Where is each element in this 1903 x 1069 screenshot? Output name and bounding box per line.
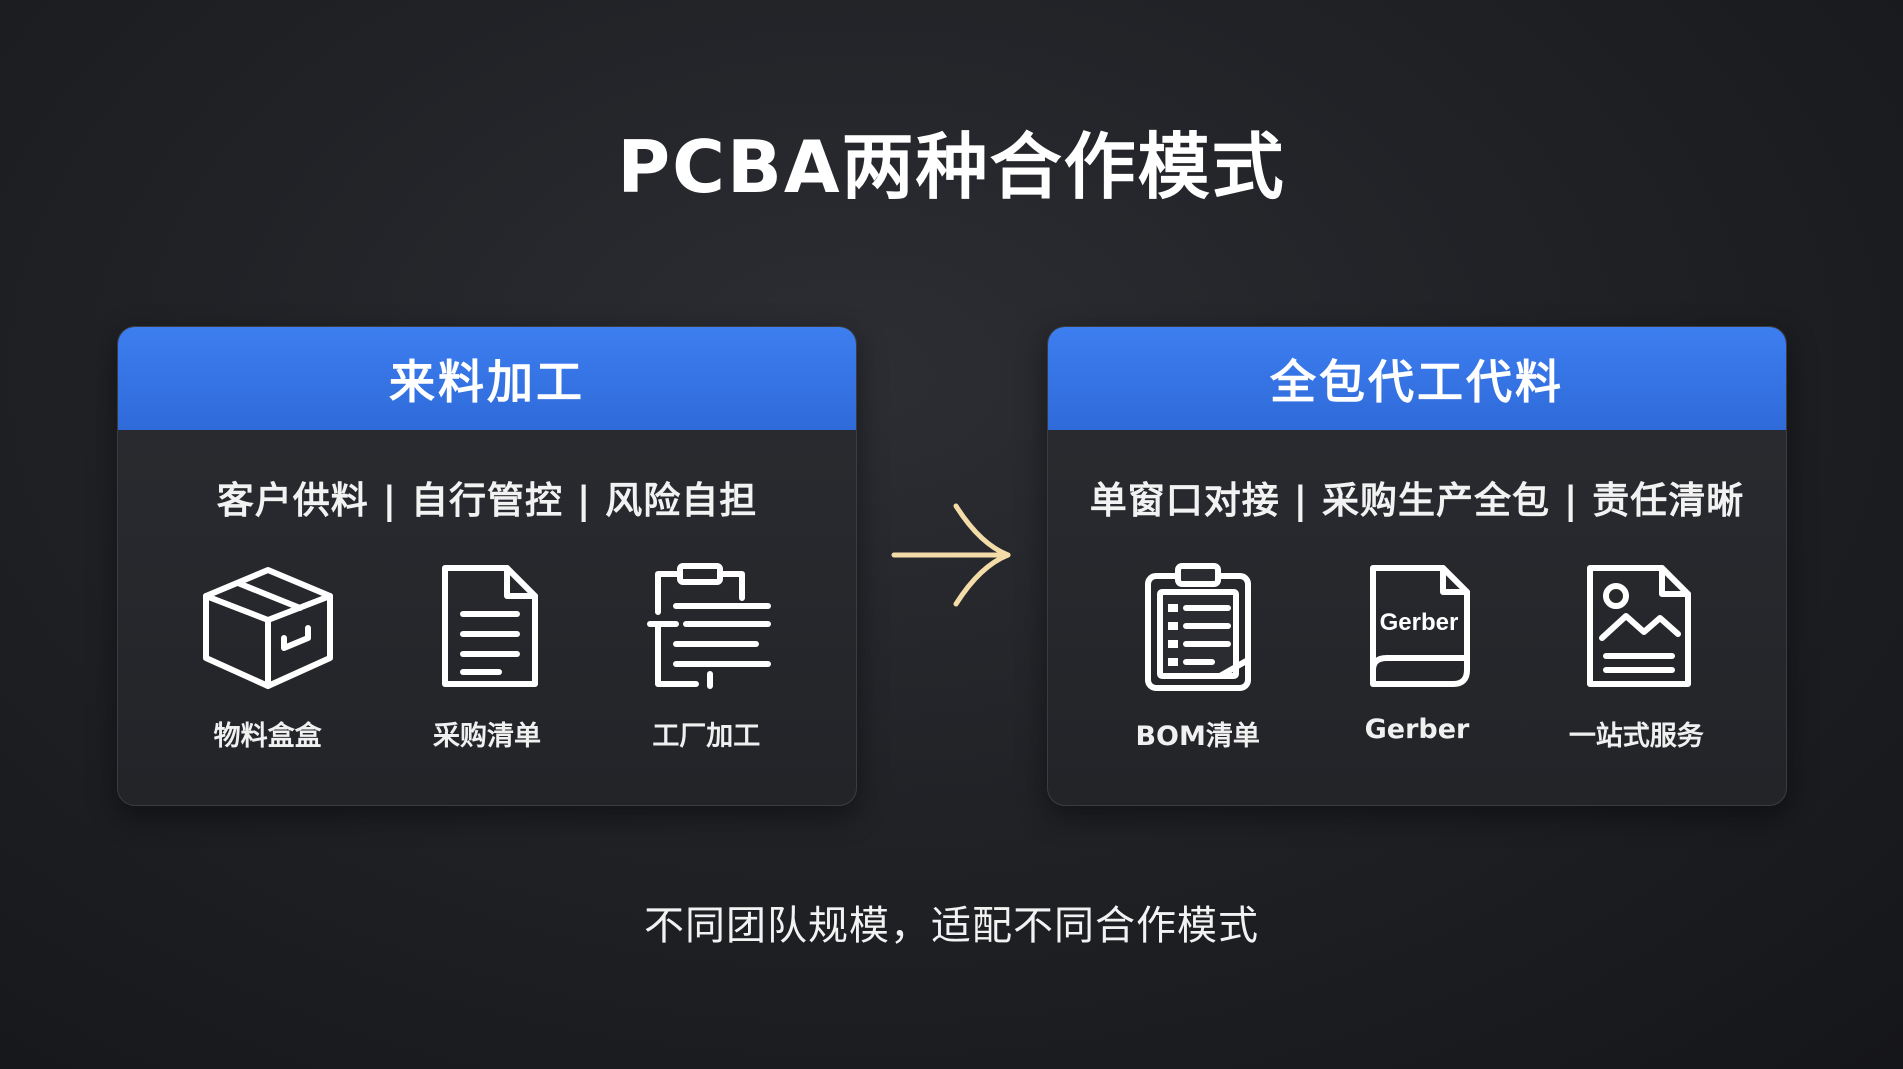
feature-item: 物料盒盒 <box>173 562 363 753</box>
image-file-icon <box>1587 565 1692 687</box>
card-header: 来料加工 <box>118 327 856 430</box>
card-header: 全包代工代料 <box>1048 327 1786 430</box>
item-label: 工厂加工 <box>652 721 761 752</box>
item-label: BOM清单 <box>1135 721 1260 752</box>
footer-caption: 不同团队规模，适配不同合作模式 <box>644 903 1259 949</box>
card-subtitle: 单窗口对接 | 采购生产全包 | 责任清晰 <box>1089 479 1745 522</box>
icon-row: 物料盒盒 采购清单 <box>118 562 856 753</box>
item-label: 物料盒盒 <box>213 721 322 752</box>
arrow-right-icon <box>891 503 1011 607</box>
feature-item: BOM清单 <box>1103 562 1293 753</box>
item-label: 采购清单 <box>432 721 541 752</box>
gerber-icon-text: Gerber <box>1380 609 1459 636</box>
gerber-file-icon: Gerber <box>1369 565 1470 687</box>
document-icon <box>441 565 538 687</box>
feature-item: 采购清单 <box>392 562 582 753</box>
feature-item: Gerber Gerber <box>1322 562 1512 753</box>
card-subtitle: 客户供料 | 自行管控 | 风险自担 <box>216 479 758 522</box>
feature-item: 一站式服务 <box>1541 562 1731 753</box>
box-icon <box>202 567 333 689</box>
icon-row: BOM清单 Gerber Gerber 一站式服务 <box>1048 562 1786 753</box>
item-label: 一站式服务 <box>1568 721 1704 752</box>
item-label: Gerber <box>1364 714 1470 745</box>
bom-clipboard-icon <box>1144 563 1251 691</box>
page-title: PCBA两种合作模式 <box>617 125 1286 209</box>
clipboard-list-icon <box>647 563 772 689</box>
mode-card-consigned: 来料加工 客户供料 | 自行管控 | 风险自担 物料盒盒 采购清单 <box>117 326 857 806</box>
feature-item: 工厂加工 <box>611 562 801 753</box>
mode-card-turnkey: 全包代工代料 单窗口对接 | 采购生产全包 | 责任清晰 BOM清单 <box>1047 326 1787 806</box>
